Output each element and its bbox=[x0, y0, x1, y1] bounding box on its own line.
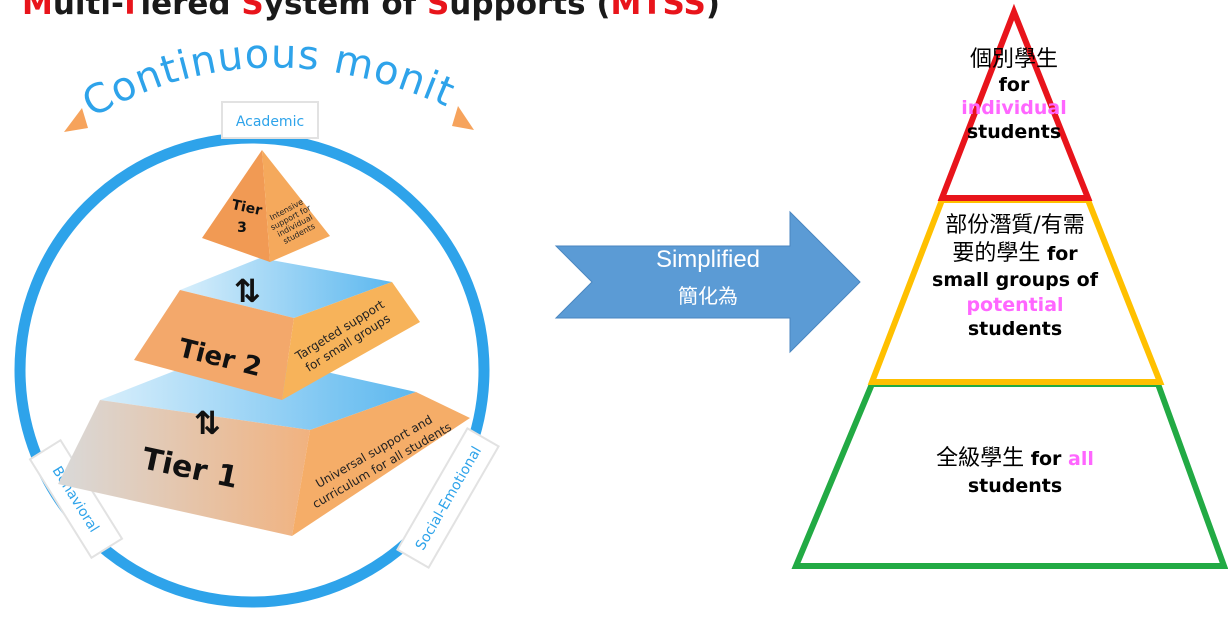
middle-tier-potential: potential bbox=[966, 293, 1064, 316]
bottom-tier-all: all bbox=[1068, 448, 1094, 470]
academic-label-box bbox=[221, 101, 319, 139]
tier2-right-face bbox=[282, 282, 420, 400]
tier3-right-face bbox=[262, 150, 330, 262]
top-tier-label: 個別學生 for individual students bbox=[934, 46, 1094, 145]
top-tier-for: for bbox=[998, 73, 1030, 96]
middle-tier-chinese-line1: 部份潛質/有需 bbox=[945, 213, 1085, 238]
middle-tier-label: 部份潛質/有需 要的學生 for small groups of potenti… bbox=[888, 212, 1142, 341]
title-initial: S bbox=[426, 0, 450, 22]
middle-tier-line2: 要的學生 for bbox=[888, 240, 1142, 268]
middle-tier-small-groups: small groups of bbox=[932, 269, 1098, 292]
title-initial: MTSS bbox=[610, 0, 706, 22]
simplified-chinese-label: 簡化為 bbox=[678, 286, 738, 308]
tier1-left-face bbox=[58, 400, 310, 536]
tier3-number: 3 bbox=[237, 220, 247, 236]
simplified-label: Simplified bbox=[655, 246, 761, 273]
tier3-name: Tier bbox=[230, 197, 263, 219]
tier2-tier3-arrows-icon: ⇅ bbox=[234, 272, 261, 310]
social-emotional-label-box bbox=[396, 427, 500, 569]
title-text: ulti- bbox=[52, 0, 120, 22]
simplified-arrow-shape bbox=[554, 210, 861, 354]
tier2-left-face bbox=[134, 290, 294, 400]
bottom-tier-label: 全級學生 for all students bbox=[888, 444, 1142, 499]
title-text: ystem of bbox=[263, 0, 427, 22]
academic-label: Academic bbox=[236, 114, 304, 130]
middle-tier-chinese-line2: 要的學生 bbox=[952, 241, 1041, 267]
title-initial: S bbox=[241, 0, 264, 22]
diagram-title: Multi-Tiered System of Supports (MTSS) bbox=[22, 0, 720, 22]
middle-tier-for: for bbox=[1040, 243, 1078, 266]
title-text: upports ( bbox=[449, 0, 611, 22]
top-tier-students: students bbox=[966, 121, 1062, 143]
bottom-tier-students: students bbox=[967, 474, 1063, 497]
top-tier-chinese: 個別學生 bbox=[969, 47, 1058, 72]
middle-tier-students: students bbox=[967, 317, 1063, 340]
tier3-left-face bbox=[202, 150, 270, 262]
title-initial: M bbox=[22, 0, 53, 22]
tier1-right-face bbox=[292, 392, 470, 536]
tier2-top-face bbox=[180, 258, 392, 318]
title-text: ) bbox=[705, 0, 720, 22]
ring-arrowhead-right bbox=[452, 106, 474, 130]
tier1-tier2-arrows-icon: ⇅ bbox=[194, 404, 221, 442]
ring-arrowhead-left bbox=[64, 108, 88, 132]
title-text: iered bbox=[140, 0, 242, 22]
bottom-tier-chinese: 全級學生 bbox=[936, 446, 1025, 471]
bottom-tier-line1: 全級學生 for all bbox=[888, 444, 1142, 474]
bottom-tier-for: for bbox=[1024, 448, 1069, 470]
top-tier-individual: individual bbox=[961, 97, 1067, 120]
pyramid-top-tier-outline bbox=[937, 3, 1093, 201]
title-initial: T bbox=[119, 0, 141, 22]
